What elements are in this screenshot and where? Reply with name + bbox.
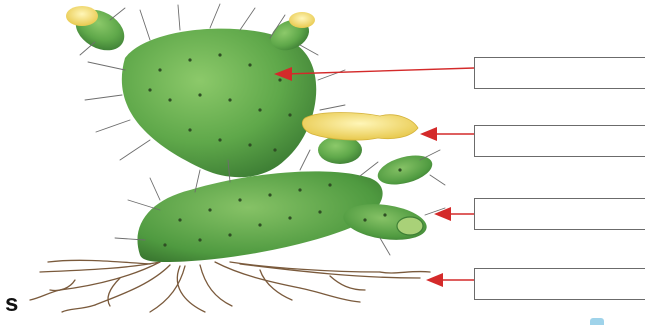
arrow-leaf xyxy=(434,207,474,221)
label-box-flower[interactable] xyxy=(474,125,645,157)
roots xyxy=(30,260,430,312)
corner-letter: s xyxy=(5,290,18,318)
arrow-flower xyxy=(420,127,474,141)
label-box-roots[interactable] xyxy=(474,268,645,300)
arrow-roots xyxy=(426,273,474,287)
corner-mark xyxy=(590,318,604,325)
lower-pad xyxy=(137,150,435,262)
label-box-stem[interactable] xyxy=(474,57,645,89)
label-box-leaf[interactable] xyxy=(474,198,645,230)
upper-pad xyxy=(66,1,316,177)
flower xyxy=(302,113,418,165)
